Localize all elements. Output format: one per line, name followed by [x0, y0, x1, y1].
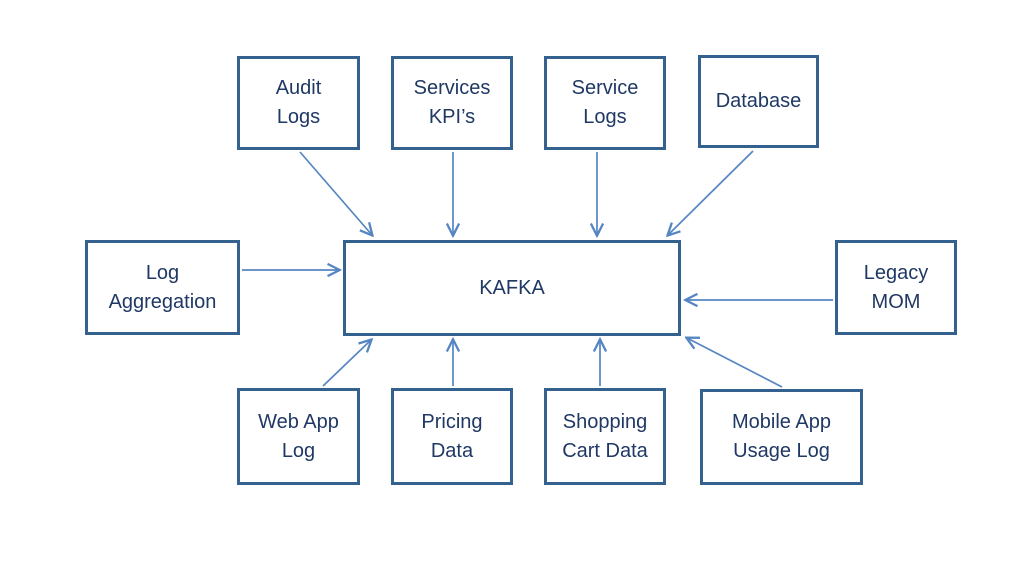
node-kafka: KAFKA [343, 240, 681, 336]
node-web-app-log: Web App Log [237, 388, 360, 485]
node-shopping-cart-data: Shopping Cart Data [544, 388, 666, 485]
node-legacy-mom: Legacy MOM [835, 240, 957, 335]
node-audit-logs: Audit Logs [237, 56, 360, 150]
node-database: Database [698, 55, 819, 148]
node-log-aggregation: Log Aggregation [85, 240, 240, 335]
arrow-web-app-log-to-kafka [322, 340, 371, 387]
arrow-database-to-kafka [668, 150, 754, 235]
node-mobile-app-usage-log: Mobile App Usage Log [700, 389, 863, 485]
node-service-logs: Service Logs [544, 56, 666, 150]
arrow-audit-logs-to-kafka [299, 151, 372, 235]
arrow-mobile-app-usage-log-to-kafka [687, 338, 783, 388]
node-services-kpis: Services KPI’s [391, 56, 513, 150]
node-pricing-data: Pricing Data [391, 388, 513, 485]
